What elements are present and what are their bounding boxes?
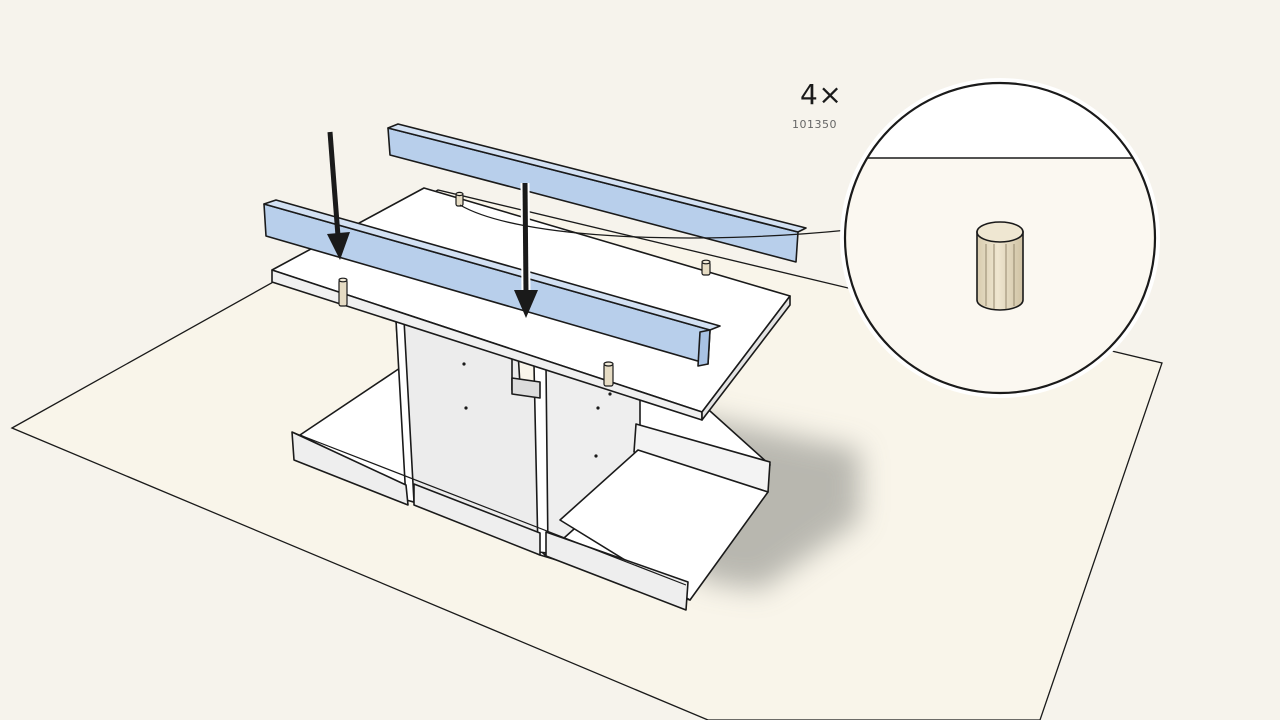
cabinet-base — [291, 319, 771, 611]
back-rail — [387, 123, 807, 263]
down-arrow-right — [514, 182, 538, 318]
front-rail — [263, 199, 721, 367]
part-number-label: 101350 — [792, 118, 837, 131]
wooden-dowel-icon — [976, 221, 1024, 311]
dowel-front-right — [603, 361, 614, 387]
front-plinth-left — [291, 431, 409, 506]
dowel-back-left — [455, 191, 464, 207]
front-plinth-right — [545, 531, 689, 611]
detail-callout-circle — [840, 78, 1160, 398]
dowel-front-left — [338, 277, 348, 307]
down-arrow-left — [327, 131, 350, 260]
callout-leader-line — [459, 204, 849, 239]
part-quantity-label: 4× — [800, 78, 843, 111]
front-plinth-middle — [413, 483, 541, 556]
dowel-back-right — [701, 259, 711, 276]
